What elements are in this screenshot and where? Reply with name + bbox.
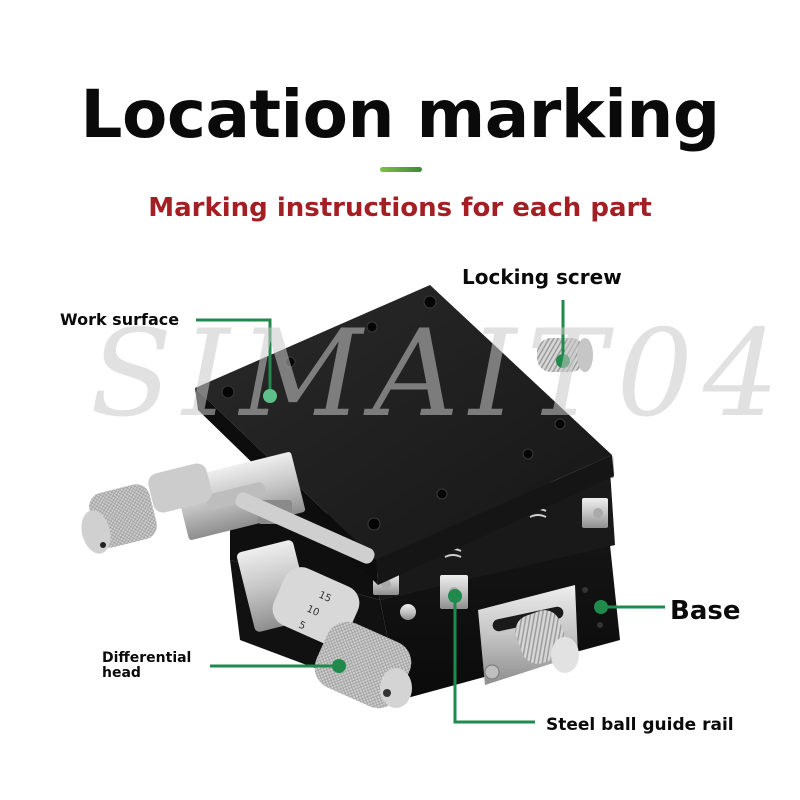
svg-text:10: 10: [305, 604, 321, 619]
svg-text:5: 5: [297, 620, 307, 633]
dot-work-surface: [263, 389, 277, 403]
leader-lines: [196, 300, 665, 724]
svg-text:15: 15: [317, 590, 333, 605]
callout-steel-ball-guide-rail: Steel ball guide rail: [546, 715, 734, 735]
callout-differential-head-line1: Differential: [102, 650, 192, 666]
dot-guide-rail: [448, 589, 462, 603]
page-subtitle: Marking instructions for each part: [148, 193, 652, 223]
micrometer-scale: 15 10 5: [297, 590, 333, 633]
differential-head-assembly: 15 10 5: [235, 492, 412, 709]
leader-guide-rail: [453, 596, 535, 724]
callout-work-surface: Work surface: [60, 310, 180, 329]
title-accent-bar: [380, 167, 422, 172]
callout-differential-head: Differential head: [102, 650, 192, 682]
callout-differential-head-line2: head: [102, 665, 141, 682]
callout-locking-screw: Locking screw: [462, 265, 622, 289]
front-bracket-knob: [478, 585, 579, 685]
leader-dots: [263, 354, 608, 673]
dot-base: [594, 600, 608, 614]
dot-locking-screw: [556, 354, 570, 368]
page-title: Location marking: [80, 76, 720, 153]
leader-work-surface: [196, 318, 272, 396]
callout-base: Base: [670, 596, 741, 626]
dot-differential-head: [332, 659, 346, 673]
